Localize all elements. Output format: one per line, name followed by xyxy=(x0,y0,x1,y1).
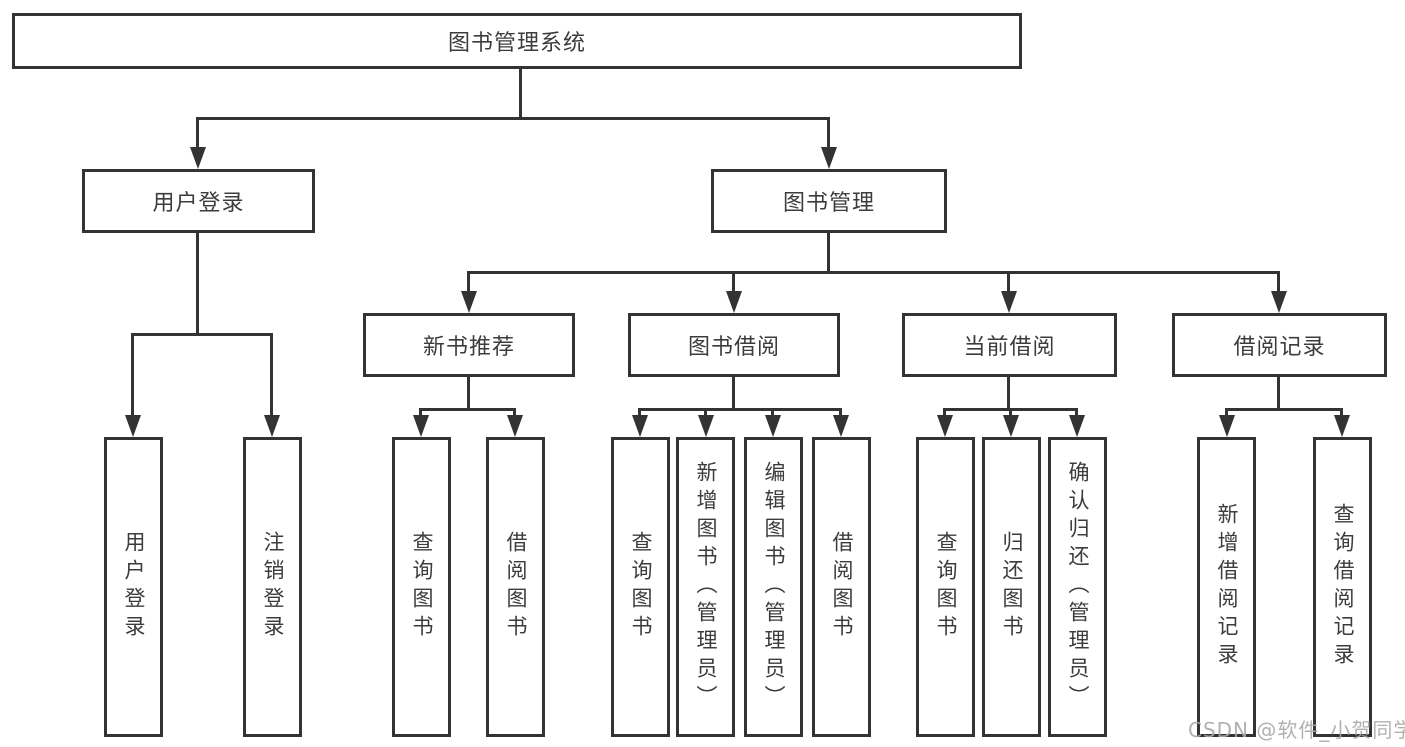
arrow-down-icon xyxy=(1001,291,1017,313)
connector-line xyxy=(467,271,1280,274)
connector-line xyxy=(638,408,641,420)
leaf-newbooks-borrow-books: 借阅图书 xyxy=(486,437,545,737)
leaf-borrow-add-books-admin: 新增图书（管理员） xyxy=(676,437,735,737)
connector-line xyxy=(467,377,470,411)
arrow-down-icon xyxy=(125,415,141,437)
leaf-user-login-label: 用户登录 xyxy=(122,531,146,643)
arrow-down-icon xyxy=(632,415,648,437)
csdn-watermark: CSDN @软件_小贺同学 xyxy=(1188,718,1405,742)
connector-line xyxy=(1225,408,1228,420)
leaf-borrow-query-books-label: 查询图书 xyxy=(629,531,653,643)
leaf-borrow-query-books: 查询图书 xyxy=(611,437,670,737)
connector-line xyxy=(131,333,134,418)
node-borrow-records-label: 借阅记录 xyxy=(1233,335,1326,360)
connector-line xyxy=(196,117,199,149)
connector-line xyxy=(419,408,516,411)
leaf-current-return-books: 归还图书 xyxy=(982,437,1041,737)
connector-line xyxy=(1340,408,1343,420)
arrow-down-icon xyxy=(833,415,849,437)
node-borrow-records: 借阅记录 xyxy=(1172,313,1387,377)
arrow-down-icon xyxy=(1271,291,1287,313)
node-book-management-label: 图书管理 xyxy=(782,191,875,216)
arrow-down-icon xyxy=(190,147,206,169)
arrow-down-icon xyxy=(821,147,837,169)
node-book-borrow-label: 图书借阅 xyxy=(687,335,780,360)
node-user-login-label: 用户登录 xyxy=(152,191,245,216)
node-root: 图书管理系统 xyxy=(12,13,1022,69)
connector-line xyxy=(732,377,735,411)
node-book-borrow: 图书借阅 xyxy=(628,313,840,377)
leaf-borrow-add-books-admin-label: 新增图书（管理员） xyxy=(694,461,718,713)
arrow-down-icon xyxy=(1003,415,1019,437)
connector-line xyxy=(943,408,946,420)
arrow-down-icon xyxy=(1219,415,1235,437)
leaf-current-query-books: 查询图书 xyxy=(916,437,975,737)
node-current-borrow-label: 当前借阅 xyxy=(963,335,1056,360)
arrow-down-icon xyxy=(937,415,953,437)
arrow-down-icon xyxy=(698,415,714,437)
leaf-borrow-borrow-books-label: 借阅图书 xyxy=(830,531,854,643)
leaf-records-add-record: 新增借阅记录 xyxy=(1197,437,1256,737)
connector-line xyxy=(1007,377,1010,411)
connector-line xyxy=(827,233,830,274)
leaf-current-query-books-label: 查询图书 xyxy=(934,531,958,643)
node-new-book-recommend-label: 新书推荐 xyxy=(422,335,515,360)
connector-line xyxy=(1007,271,1010,293)
arrow-down-icon xyxy=(413,415,429,437)
connector-line xyxy=(732,271,735,293)
node-new-book-recommend: 新书推荐 xyxy=(363,313,575,377)
leaf-current-return-books-label: 归还图书 xyxy=(1000,531,1024,643)
arrow-down-icon xyxy=(1334,415,1350,437)
leaf-records-query-record-label: 查询借阅记录 xyxy=(1331,503,1355,671)
leaf-newbooks-query-books-label: 查询图书 xyxy=(410,531,434,643)
connector-line xyxy=(638,408,842,411)
connector-line xyxy=(519,69,522,118)
connector-line xyxy=(270,333,273,418)
leaf-borrow-edit-books-admin: 编辑图书（管理员） xyxy=(744,437,803,737)
connector-line xyxy=(1225,408,1343,411)
connector-line xyxy=(1009,408,1012,420)
leaf-user-login: 用户登录 xyxy=(104,437,163,737)
connector-line xyxy=(419,408,422,420)
arrow-down-icon xyxy=(726,291,742,313)
node-current-borrow: 当前借阅 xyxy=(902,313,1117,377)
connector-line xyxy=(1277,377,1280,411)
leaf-records-query-record: 查询借阅记录 xyxy=(1313,437,1372,737)
connector-line xyxy=(196,233,199,336)
leaf-logout-label: 注销登录 xyxy=(261,531,285,643)
arrow-down-icon xyxy=(765,415,781,437)
arrow-down-icon xyxy=(1069,415,1085,437)
connector-line xyxy=(771,408,774,420)
connector-line xyxy=(1277,271,1280,293)
connector-line xyxy=(131,333,273,336)
connector-line xyxy=(513,408,516,420)
connector-line xyxy=(467,271,470,293)
connector-line xyxy=(839,408,842,420)
connector-line xyxy=(704,408,707,420)
leaf-borrow-edit-books-admin-label: 编辑图书（管理员） xyxy=(762,461,786,713)
leaf-records-add-record-label: 新增借阅记录 xyxy=(1215,503,1239,671)
arrow-down-icon xyxy=(461,291,477,313)
arrow-down-icon xyxy=(507,415,523,437)
connector-line xyxy=(827,117,830,149)
leaf-borrow-borrow-books: 借阅图书 xyxy=(812,437,871,737)
node-book-management: 图书管理 xyxy=(711,169,947,233)
connector-line xyxy=(196,117,830,120)
node-root-label: 图书管理系统 xyxy=(447,31,586,56)
leaf-current-confirm-return-admin: 确认归还（管理员） xyxy=(1048,437,1107,737)
leaf-logout: 注销登录 xyxy=(243,437,302,737)
arrow-down-icon xyxy=(264,415,280,437)
connector-line xyxy=(1075,408,1078,420)
node-user-login: 用户登录 xyxy=(82,169,315,233)
leaf-newbooks-borrow-books-label: 借阅图书 xyxy=(504,531,528,643)
leaf-current-confirm-return-admin-label: 确认归还（管理员） xyxy=(1066,461,1090,713)
leaf-newbooks-query-books: 查询图书 xyxy=(392,437,451,737)
